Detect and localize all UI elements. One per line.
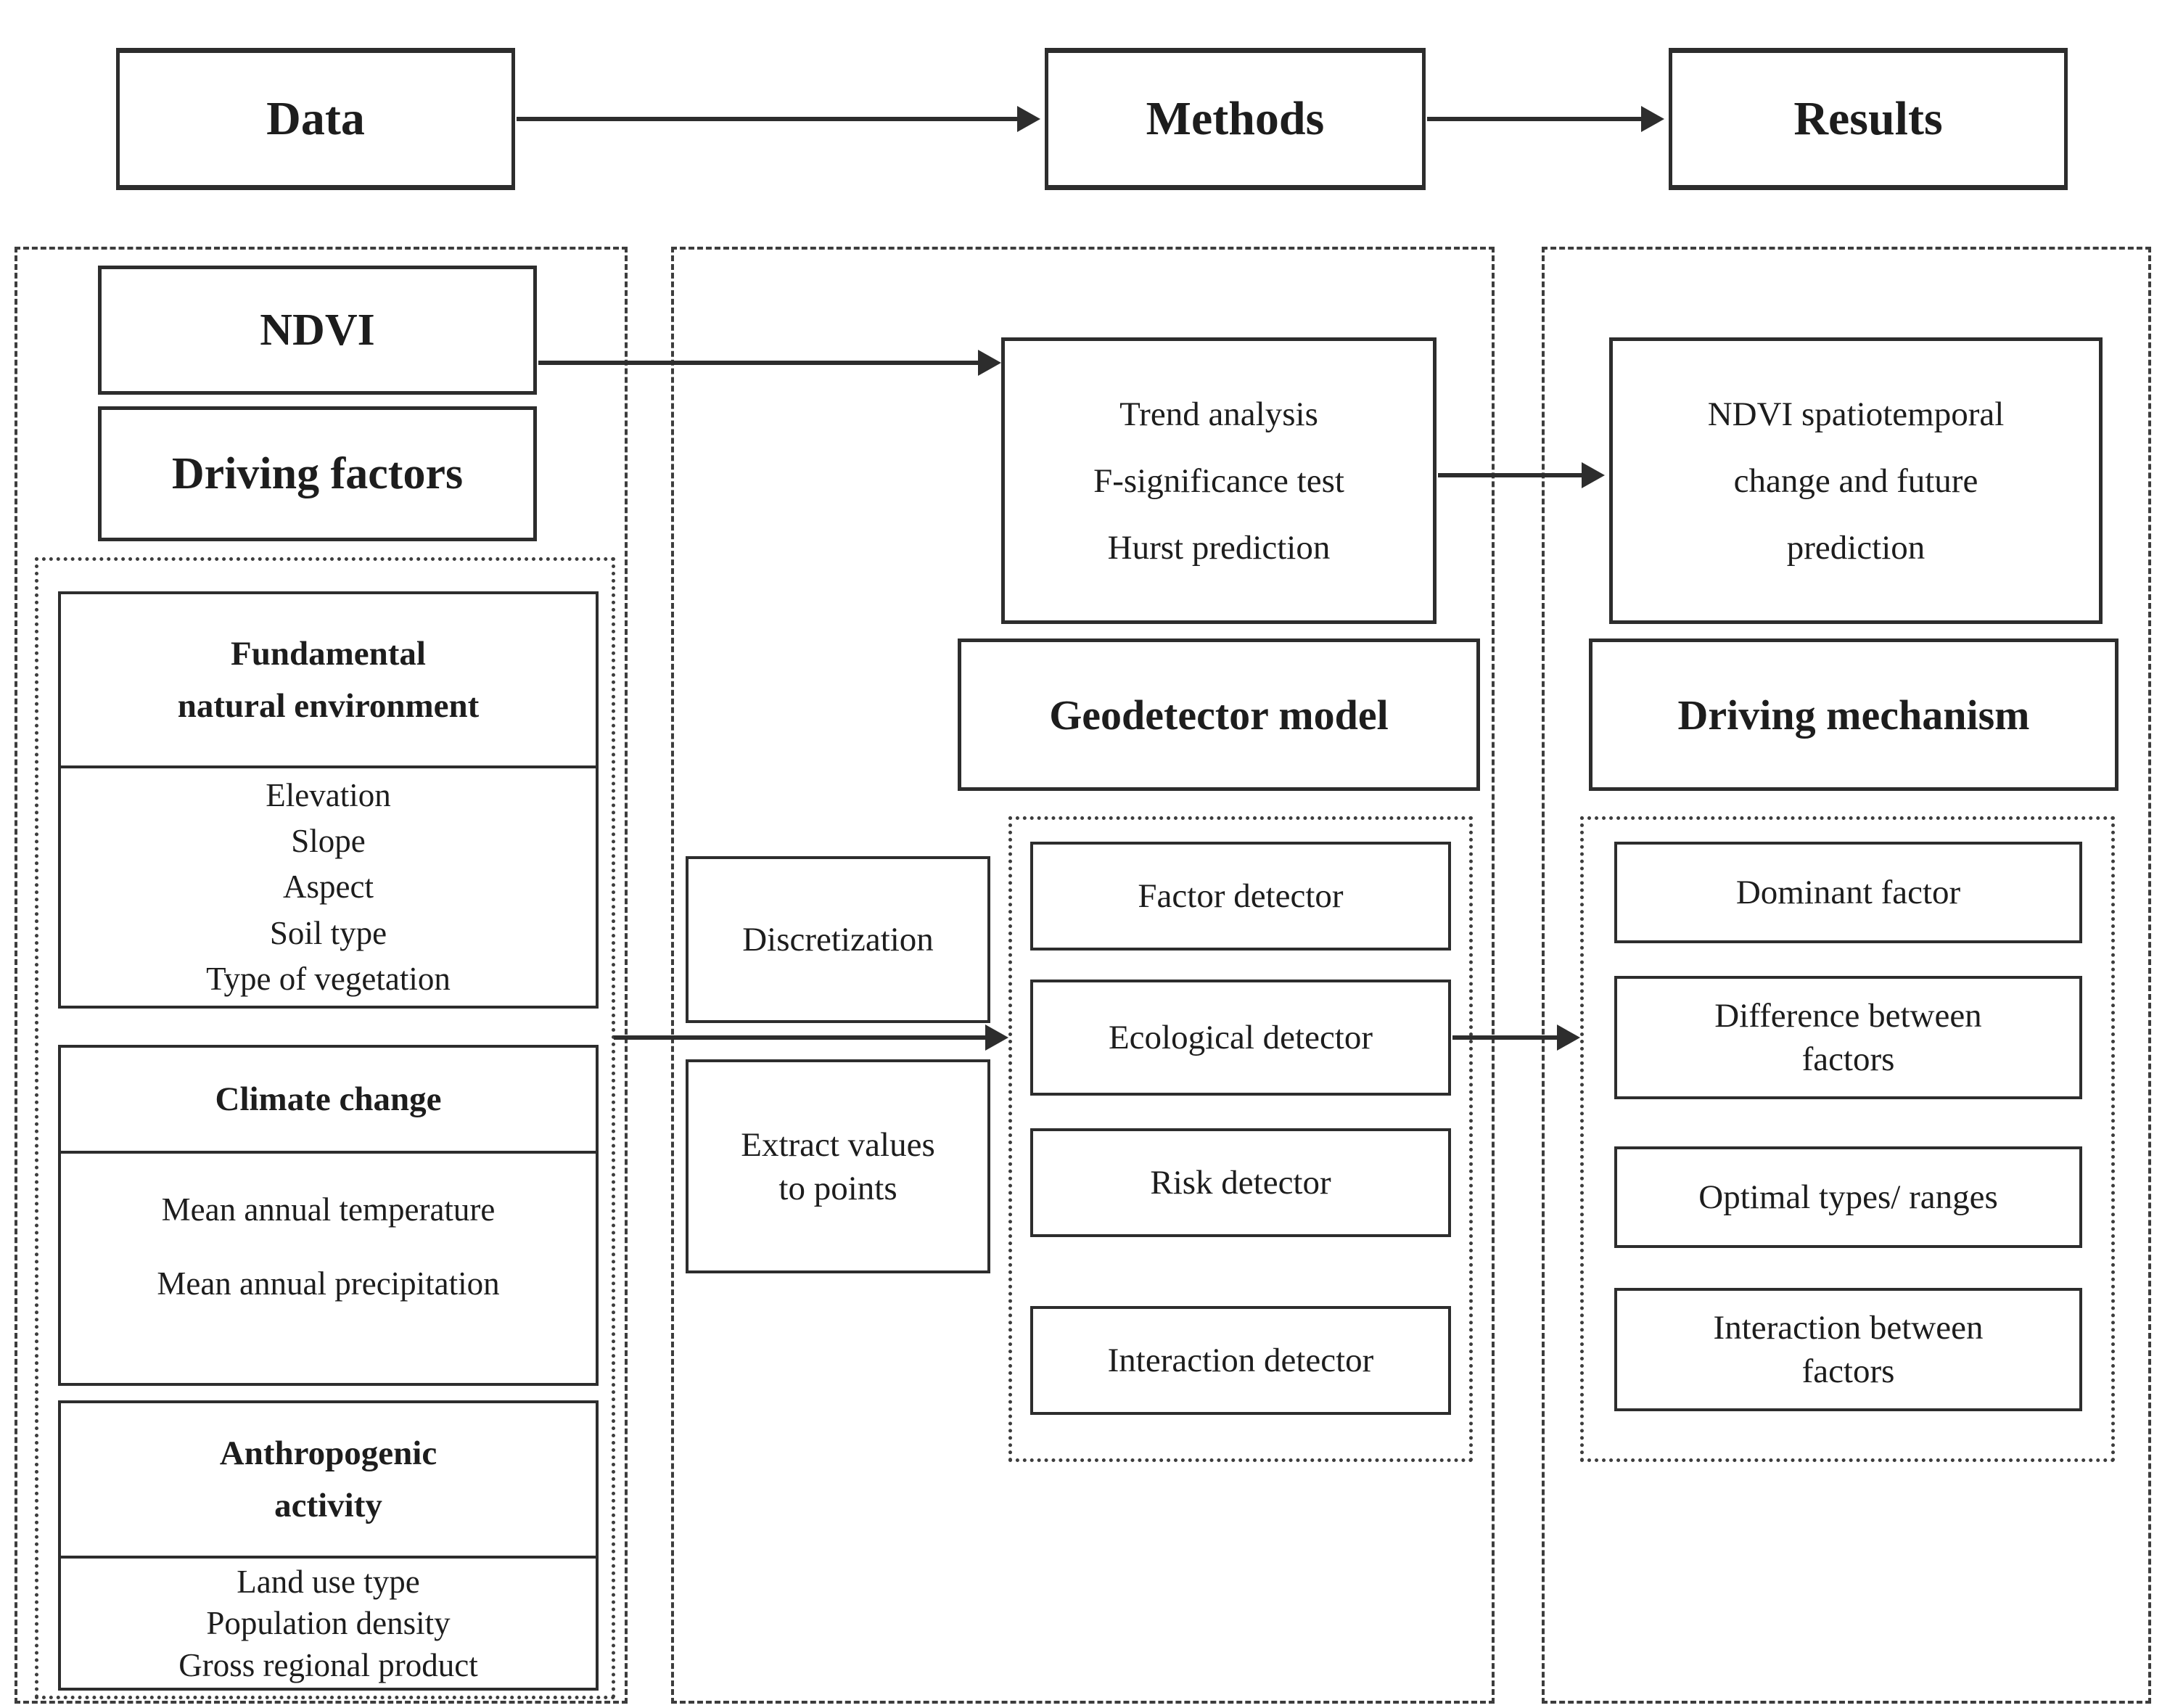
results-column-border <box>1542 247 2151 1704</box>
interaction-detector-box: Interaction detector <box>1030 1306 1451 1415</box>
ndvi-box-label: NDVI <box>260 305 375 355</box>
extract-line: to points <box>778 1169 897 1207</box>
arrow-ndvi-to-trend-analysis <box>538 350 1001 376</box>
factor-item: Slope <box>291 823 366 860</box>
interaction-between-factors-box: Interaction between factors <box>1614 1288 2082 1411</box>
extract-line: Extract values <box>741 1125 935 1164</box>
factor-group-fundamental: Fundamental natural environment Elevatio… <box>58 591 599 1009</box>
methods-column-border <box>671 247 1495 1704</box>
method-line: Hurst prediction <box>1107 528 1331 567</box>
factor-group-fundamental-title: Fundamental natural environment <box>61 594 596 768</box>
factor-group-anthropogenic-title: Anthropogenic activity <box>61 1403 596 1559</box>
difference-between-factors-box: Difference between factors <box>1614 976 2082 1099</box>
method-line: F-significance test <box>1093 461 1344 500</box>
detector-label: Ecological detector <box>1108 1019 1373 1056</box>
factor-group-anthropogenic-items: Land use type Population density Gross r… <box>61 1559 596 1688</box>
arrow-methods-to-results <box>1427 106 1664 132</box>
results-node: Results <box>1669 48 2068 190</box>
driving-factors-box: Driving factors <box>98 406 537 541</box>
factor-item: Land use type <box>237 1563 420 1600</box>
factor-item: Soil type <box>269 914 387 951</box>
result-line: NDVI spatiotemporal <box>1707 395 2005 433</box>
detector-label: Factor detector <box>1138 877 1344 915</box>
dominant-factor-box: Dominant factor <box>1614 842 2082 943</box>
factor-detector-box: Factor detector <box>1030 842 1451 951</box>
factor-item: Gross regional product <box>178 1646 478 1683</box>
factor-item: Population density <box>206 1605 451 1641</box>
outcome-line: Interaction between <box>1713 1309 1984 1347</box>
driving-mechanism-box: Driving mechanism <box>1589 639 2118 791</box>
extract-values-box: Extract values to points <box>686 1059 990 1273</box>
factor-item: Type of vegetation <box>206 960 451 997</box>
result-line: change and future <box>1733 461 1978 500</box>
factor-group-climate: Climate change Mean annual temperature M… <box>58 1045 599 1386</box>
result-line: prediction <box>1786 528 1926 567</box>
outcome-line: factors <box>1801 1352 1895 1390</box>
arrow-trend-to-ndvi-result <box>1438 462 1605 488</box>
risk-detector-box: Risk detector <box>1030 1128 1451 1237</box>
methods-node: Methods <box>1045 48 1426 190</box>
mechanism-group-border <box>1580 816 2115 1462</box>
title-line: Climate change <box>215 1080 442 1118</box>
ndvi-methods-box: Trend analysis F-significance test Hurst… <box>1001 337 1437 624</box>
arrow-factors-to-geodetector <box>614 1025 1008 1051</box>
factor-group-climate-items: Mean annual temperature Mean annual prec… <box>61 1154 596 1383</box>
methods-node-label: Methods <box>1146 92 1325 145</box>
driving-mechanism-label: Driving mechanism <box>1677 691 2030 739</box>
geodetector-model-box: Geodetector model <box>958 639 1480 791</box>
driving-factors-box-label: Driving factors <box>171 448 464 498</box>
outcome-line: Difference between <box>1714 997 1982 1035</box>
detector-label: Risk detector <box>1150 1164 1331 1202</box>
factor-item: Mean annual precipitation <box>157 1265 500 1302</box>
method-line: Trend analysis <box>1119 395 1318 433</box>
geodetector-group-border <box>1008 816 1473 1462</box>
factor-item: Mean annual temperature <box>161 1191 496 1228</box>
geodetector-model-label: Geodetector model <box>1049 691 1389 739</box>
ndvi-box: NDVI <box>98 266 537 395</box>
title-line: activity <box>274 1487 382 1524</box>
outcome-line: Dominant factor <box>1735 874 1961 911</box>
results-node-label: Results <box>1793 92 1943 145</box>
detector-label: Interaction detector <box>1107 1342 1374 1379</box>
data-node: Data <box>116 48 515 190</box>
data-node-label: Data <box>266 92 365 145</box>
data-column-border <box>15 247 628 1704</box>
outcome-line: Optimal types/ ranges <box>1698 1178 1998 1216</box>
driving-factors-group-border <box>35 557 615 1699</box>
title-line: natural environment <box>177 687 480 725</box>
arrow-geodetector-to-mechanism <box>1452 1025 1580 1051</box>
arrow-data-to-methods <box>517 106 1040 132</box>
ecological-detector-box: Ecological detector <box>1030 980 1451 1096</box>
factor-item: Aspect <box>283 869 374 906</box>
factor-group-climate-title: Climate change <box>61 1048 596 1154</box>
discretization-label: Discretization <box>742 921 934 958</box>
outcome-line: factors <box>1801 1040 1895 1078</box>
title-line: Fundamental <box>231 635 426 673</box>
optimal-types-ranges-box: Optimal types/ ranges <box>1614 1146 2082 1248</box>
factor-group-anthropogenic: Anthropogenic activity Land use type Pop… <box>58 1400 599 1691</box>
factor-item: Elevation <box>266 777 391 814</box>
ndvi-result-box: NDVI spatiotemporal change and future pr… <box>1609 337 2103 624</box>
discretization-box: Discretization <box>686 856 990 1023</box>
title-line: Anthropogenic <box>219 1434 437 1472</box>
factor-group-fundamental-items: Elevation Slope Aspect Soil type Type of… <box>61 768 596 1006</box>
